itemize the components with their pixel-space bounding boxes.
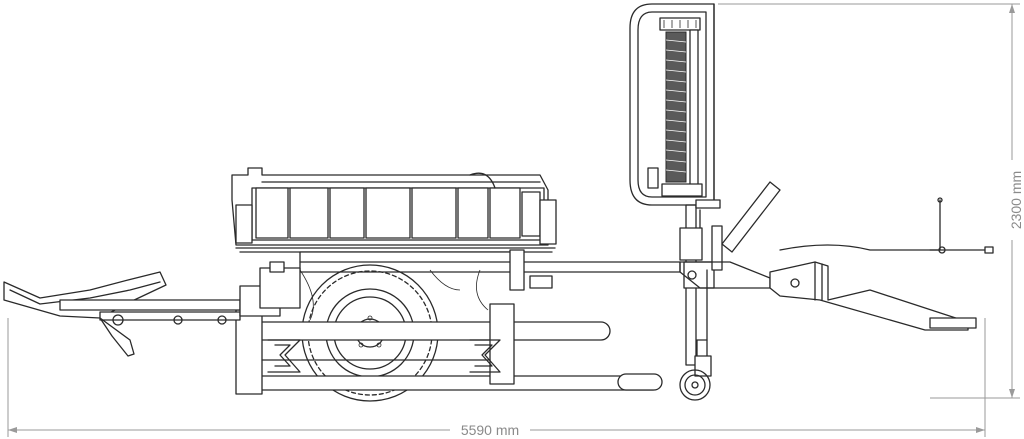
- tipping-arm: [695, 181, 781, 253]
- turntable: [231, 167, 557, 253]
- arrow-left-icon: [8, 427, 17, 433]
- length-label: 5590 mm: [461, 422, 519, 438]
- hitch: [769, 197, 994, 331]
- film-dispenser: [629, 3, 715, 206]
- loading-arm: [3, 261, 301, 357]
- height-label: 2300 mm: [1008, 171, 1024, 229]
- dimension-length: 5590 mm: [7, 318, 986, 438]
- dimension-height: 2300 mm: [718, 3, 1024, 399]
- arrow-right-icon: [976, 427, 985, 433]
- hydraulic-hoses: [299, 269, 489, 321]
- lower-chassis: [235, 303, 663, 395]
- arrow-up-icon: [1009, 4, 1015, 13]
- arrow-down-icon: [1009, 389, 1015, 398]
- jockey-wheel: [679, 355, 712, 401]
